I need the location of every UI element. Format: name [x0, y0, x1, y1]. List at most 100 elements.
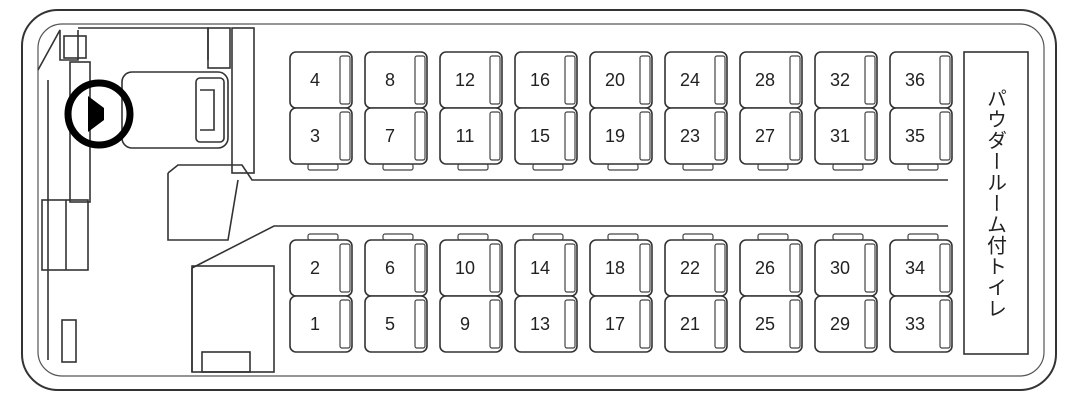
seat-backrest [414, 299, 426, 349]
seat-number: 32 [830, 70, 850, 90]
seat-backrest [789, 111, 801, 161]
seat-number: 21 [680, 314, 700, 334]
seat-number: 14 [530, 258, 550, 278]
seat-cushion [664, 295, 728, 353]
seat[interactable]: 9 [439, 295, 503, 353]
seat-backrest [639, 111, 651, 161]
seat-backrest [639, 243, 651, 293]
seat[interactable]: 17 [589, 295, 653, 353]
seat-cushion [814, 295, 878, 353]
seat[interactable]: 28 [739, 51, 803, 109]
seat-grid: 4321876512111091615141320191817242322212… [289, 51, 953, 353]
seat-number: 16 [530, 70, 550, 90]
seat-cushion [364, 295, 428, 353]
seat[interactable]: 35 [889, 107, 953, 171]
seat-number: 18 [605, 258, 625, 278]
seat[interactable]: 19 [589, 107, 653, 171]
seat-number: 17 [605, 314, 625, 334]
seat[interactable]: 15 [514, 107, 578, 171]
seat-backrest [714, 55, 726, 105]
seat-number: 1 [310, 314, 320, 334]
seat[interactable]: 31 [814, 107, 878, 171]
seat-backrest [789, 243, 801, 293]
bus-inner-body [37, 23, 1045, 377]
seat-backrest [564, 55, 576, 105]
seat-number: 9 [460, 314, 470, 334]
seat-backrest [414, 111, 426, 161]
seat[interactable]: 6 [364, 233, 428, 297]
seat-backrest [489, 243, 501, 293]
seat-number: 25 [755, 314, 775, 334]
seat[interactable]: 22 [664, 233, 728, 297]
seat[interactable]: 27 [739, 107, 803, 171]
seat[interactable]: 26 [739, 233, 803, 297]
seat[interactable]: 1 [289, 295, 353, 353]
seat-armrest [382, 163, 414, 171]
seat[interactable]: 11 [439, 107, 503, 171]
seat-number: 3 [310, 126, 320, 146]
seat[interactable]: 3 [289, 107, 353, 171]
toilet-label: パウダールーム付トイレ [983, 87, 1008, 319]
seat[interactable]: 33 [889, 295, 953, 353]
seat-backrest [489, 111, 501, 161]
seat-backrest [339, 111, 351, 161]
seat-cushion [364, 239, 428, 297]
seat-cushion [289, 239, 353, 297]
seat-backrest [939, 111, 951, 161]
seat-backrest [564, 299, 576, 349]
seat-number: 10 [455, 258, 475, 278]
seat[interactable]: 25 [739, 295, 803, 353]
seat-number: 5 [385, 314, 395, 334]
seat-armrest [607, 233, 639, 241]
seat-cushion [289, 51, 353, 109]
seat-armrest [832, 163, 864, 171]
seat-number: 33 [905, 314, 925, 334]
toilet-area: パウダールーム付トイレ [964, 52, 1028, 354]
seat[interactable]: 2 [289, 233, 353, 297]
seat[interactable]: 4 [289, 51, 353, 109]
seat-cushion [364, 51, 428, 109]
toilet-compartment [963, 51, 1029, 355]
seat-number: 2 [310, 258, 320, 278]
seat[interactable]: 32 [814, 51, 878, 109]
seat[interactable]: 8 [364, 51, 428, 109]
seat-number: 24 [680, 70, 700, 90]
seat[interactable]: 16 [514, 51, 578, 109]
seat-armrest [682, 163, 714, 171]
seat[interactable]: 36 [889, 51, 953, 109]
seat[interactable]: 23 [664, 107, 728, 171]
seat-cushion [439, 295, 503, 353]
seat-backrest [564, 243, 576, 293]
seat-armrest [457, 233, 489, 241]
seat-cushion [889, 295, 953, 353]
seat-backrest [789, 299, 801, 349]
seat-number: 36 [905, 70, 925, 90]
seat-number: 28 [755, 70, 775, 90]
seat-backrest [489, 299, 501, 349]
seat-backrest [339, 55, 351, 105]
seat[interactable]: 30 [814, 233, 878, 297]
seat[interactable]: 13 [514, 295, 578, 353]
seat-armrest [757, 233, 789, 241]
steering-wheel-icon [64, 79, 134, 149]
seat-number: 30 [830, 258, 850, 278]
bus-outer-body [21, 9, 1057, 391]
seat[interactable]: 29 [814, 295, 878, 353]
seat-armrest [607, 163, 639, 171]
seat[interactable]: 18 [589, 233, 653, 297]
seat[interactable]: 20 [589, 51, 653, 109]
seat[interactable]: 14 [514, 233, 578, 297]
seat[interactable]: 5 [364, 295, 428, 353]
seat[interactable]: 21 [664, 295, 728, 353]
seat-backrest [339, 243, 351, 293]
seat-number: 29 [830, 314, 850, 334]
seat[interactable]: 34 [889, 233, 953, 297]
seat[interactable]: 10 [439, 233, 503, 297]
seat-number: 6 [385, 258, 395, 278]
seat[interactable]: 7 [364, 107, 428, 171]
seat-armrest [457, 163, 489, 171]
seat[interactable]: 12 [439, 51, 503, 109]
seat[interactable]: 24 [664, 51, 728, 109]
seat-armrest [532, 233, 564, 241]
